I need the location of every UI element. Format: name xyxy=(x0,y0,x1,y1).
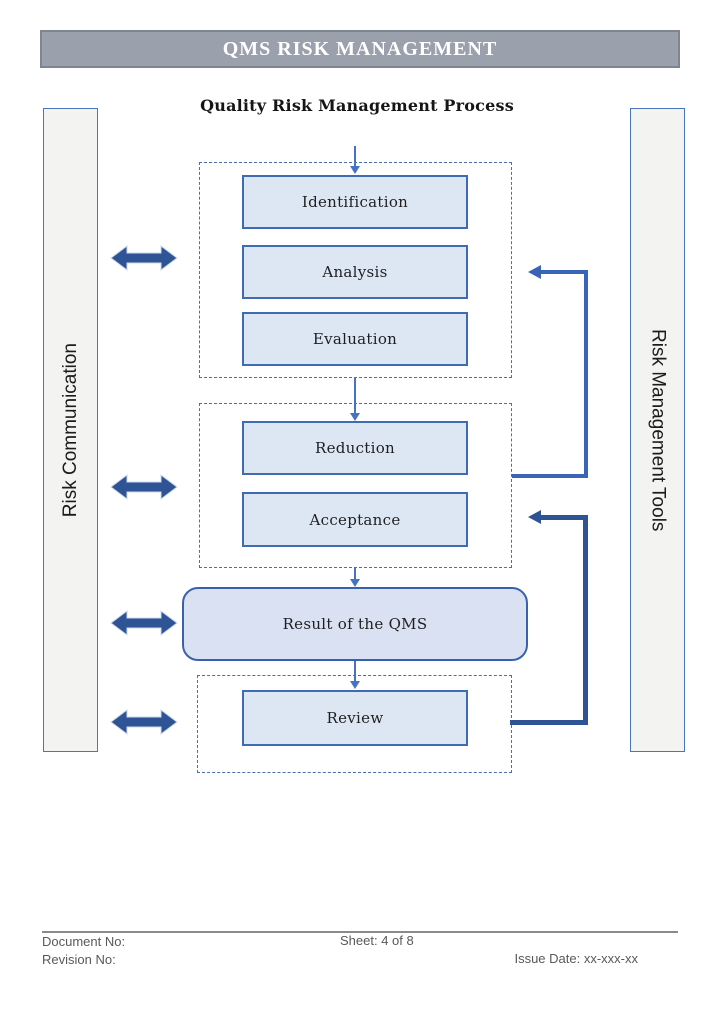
feedback-connector-review-to-acceptance xyxy=(540,515,588,722)
header-banner: QMS RISK MANAGEMENT xyxy=(40,30,680,68)
footer-sheet: Sheet: 4 of 8 xyxy=(340,933,414,948)
result-of-qms-box: Result of the QMS xyxy=(182,587,528,661)
footer-issue-date: Issue Date: xx-xxx-xx xyxy=(514,951,638,966)
flow-line-control-to-result xyxy=(354,568,356,580)
double-arrow-icon xyxy=(110,474,178,500)
header-banner-title: QMS RISK MANAGEMENT xyxy=(222,37,498,60)
step-analysis: Analysis xyxy=(242,245,468,299)
double-arrow-icon xyxy=(110,245,178,271)
feedback-connector-review-stub xyxy=(510,720,588,725)
step-identification-label: Identification xyxy=(301,193,409,211)
flow-line-assessment-to-control xyxy=(354,378,356,414)
step-acceptance-label: Acceptance xyxy=(309,510,401,529)
risk-management-tools-rail: Risk Management Tools xyxy=(630,108,685,752)
step-reduction-label: Reduction xyxy=(314,439,396,457)
double-arrow-icon xyxy=(110,610,178,636)
risk-management-tools-label: Risk Management Tools xyxy=(647,328,669,532)
footer-document-no: Document No: xyxy=(42,934,126,949)
footer-revision-no: Revision No: xyxy=(42,952,116,967)
step-review: Review xyxy=(242,690,468,746)
flow-line-title-to-assessment xyxy=(354,146,356,167)
flow-line-result-to-review xyxy=(354,661,356,682)
double-arrow-icon xyxy=(110,709,178,735)
footer-divider xyxy=(42,931,678,933)
arrow-down-icon xyxy=(350,681,360,689)
arrow-left-icon xyxy=(528,510,541,524)
result-of-qms-label: Result of the QMS xyxy=(282,615,428,633)
arrow-left-icon xyxy=(528,265,541,279)
arrow-down-icon xyxy=(350,579,360,587)
feedback-connector-control-to-analysis xyxy=(540,270,588,476)
step-review-label: Review xyxy=(326,709,384,727)
step-identification: Identification xyxy=(242,175,468,229)
diagram-title: Quality Risk Management Process xyxy=(200,96,514,115)
step-reduction: Reduction xyxy=(242,421,468,475)
step-evaluation-label: Evaluation xyxy=(312,330,398,348)
step-acceptance: Acceptance xyxy=(242,492,468,547)
step-analysis-label: Analysis xyxy=(322,263,388,281)
risk-communication-label: Risk Communication xyxy=(59,342,81,518)
risk-communication-rail: Risk Communication xyxy=(43,108,98,752)
step-evaluation: Evaluation xyxy=(242,312,468,366)
arrow-down-icon xyxy=(350,413,360,421)
arrow-down-icon xyxy=(350,166,360,174)
feedback-connector-control-stub xyxy=(512,474,588,478)
